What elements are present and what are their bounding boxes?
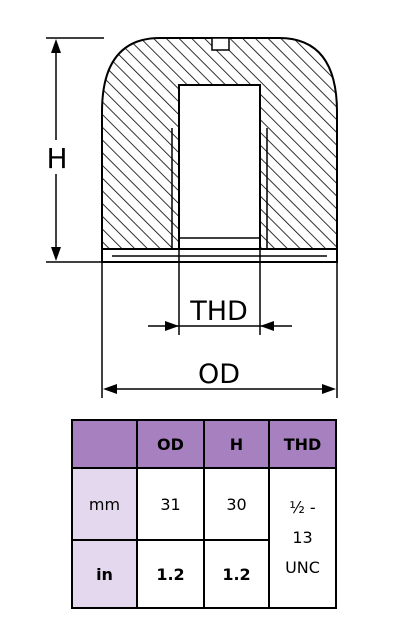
table-row: mm 31 30 ½ - 13 UNC (71, 467, 337, 609)
outer-diameter-dimension: OD (101, 262, 338, 398)
thd-line-1: ½ - (289, 498, 316, 517)
header-cell-thd: THD (268, 419, 337, 469)
cell-od-mm: 31 (136, 467, 205, 541)
cell-thd-value: ½ - 13 UNC (268, 467, 337, 609)
base-flange (101, 248, 338, 263)
row-unit-mm: mm (71, 467, 138, 541)
cell-od-in: 1.2 (136, 539, 205, 609)
cell-h-in: 1.2 (203, 539, 270, 609)
thd-line-3: UNC (285, 558, 320, 577)
spec-table: OD H THD mm 31 30 ½ - 13 UNC in 1.2 1.2 (71, 419, 337, 609)
row-unit-in: in (71, 539, 138, 609)
header-cell-empty (71, 419, 138, 469)
thread-label: THD (189, 296, 248, 327)
outer-diameter-label: OD (198, 359, 240, 390)
thd-line-2: 13 (292, 528, 313, 547)
height-label: H (46, 142, 67, 175)
thread-bore (171, 84, 268, 250)
cap-cross-section-drawing: H THD OD (44, 37, 338, 398)
table-header-row: OD H THD (71, 419, 337, 469)
header-cell-od: OD (136, 419, 205, 469)
thread-dimension: THD (148, 249, 292, 335)
cell-h-mm: 30 (203, 467, 270, 541)
table-row: in 1.2 1.2 (71, 539, 336, 609)
header-cell-h: H (203, 419, 270, 469)
cap-body-section (101, 37, 338, 249)
height-dimension: H (44, 37, 104, 263)
